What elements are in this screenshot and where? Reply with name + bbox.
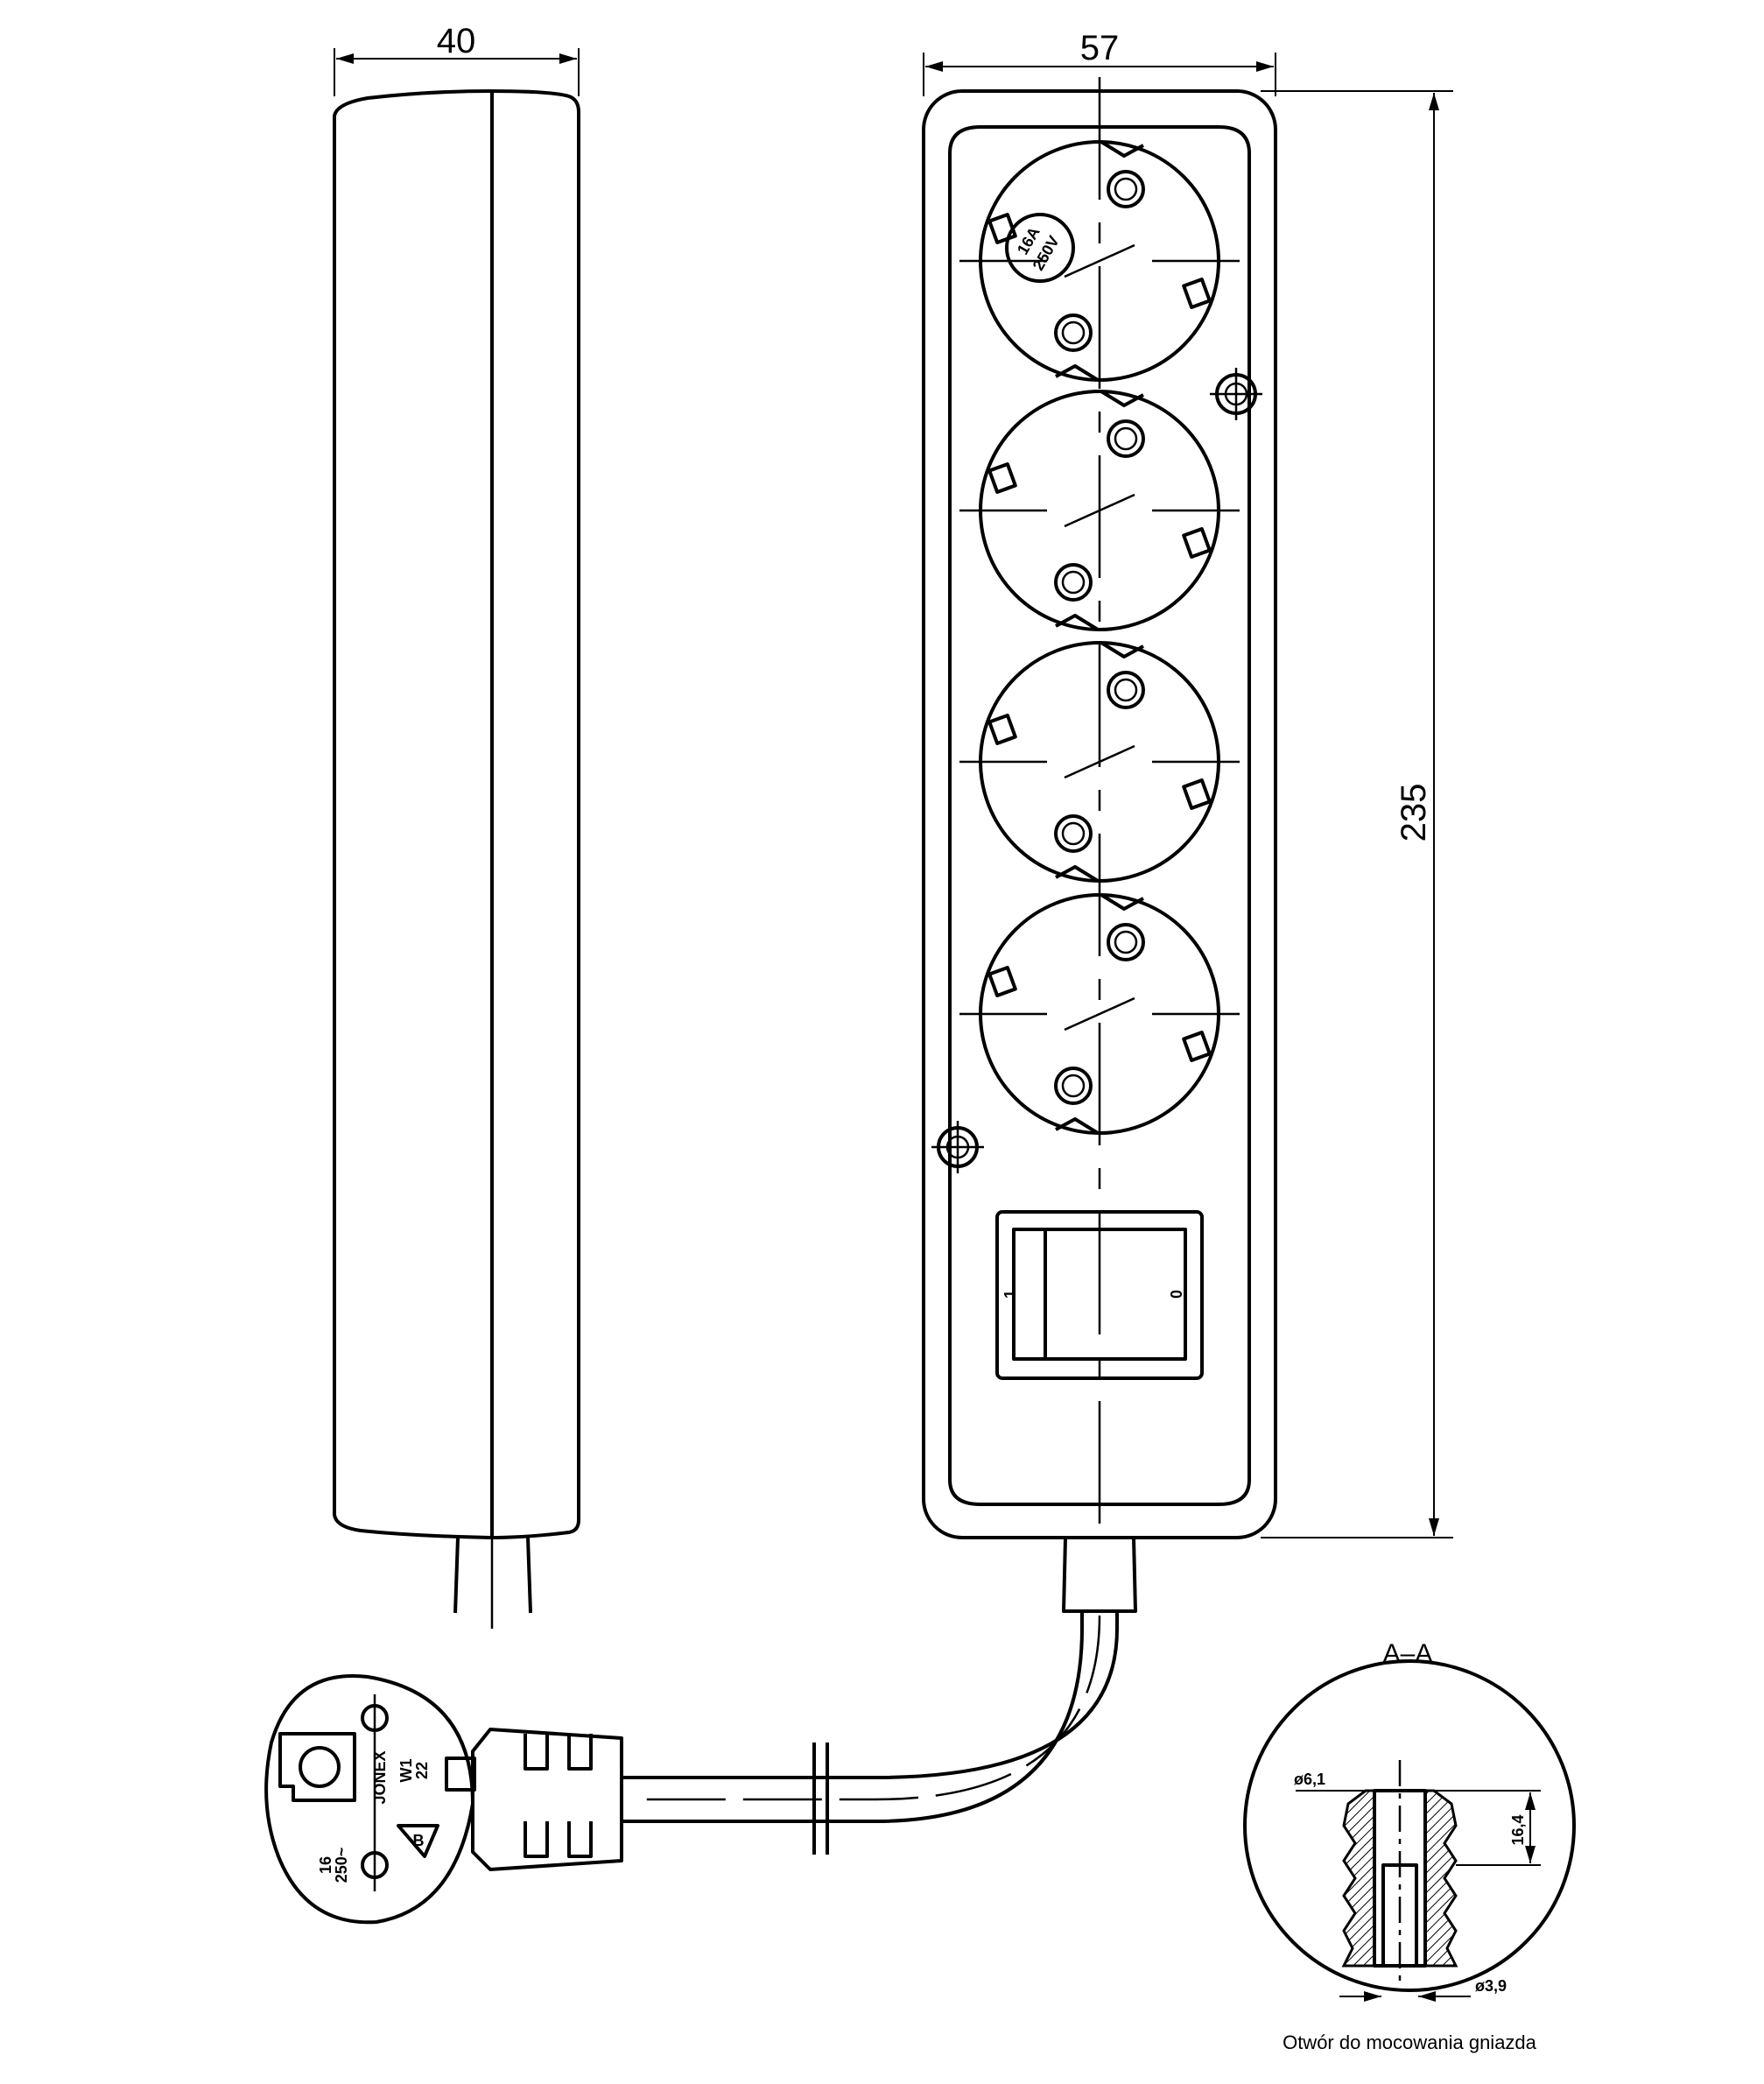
socket-diagonal <box>1064 493 1135 528</box>
plug-grip <box>471 1728 623 1871</box>
side-width-label: 40 <box>437 22 476 60</box>
socket-pin-hole-inner <box>1114 678 1138 702</box>
socket-pin-hole <box>1054 313 1093 352</box>
socket-earth-clip-right <box>1182 278 1212 309</box>
socket-notch-bottom <box>1055 865 1100 883</box>
socket-pin-hole <box>1054 1067 1093 1105</box>
socket-diagonal <box>1064 243 1135 278</box>
socket-pin-hole-inner <box>1061 1074 1086 1098</box>
side-width-dimension: 40 <box>334 22 580 96</box>
socket-pin-hole-inner <box>1114 426 1138 451</box>
plug-cert-shield <box>397 1824 439 1858</box>
socket-notch-bottom <box>1055 614 1100 631</box>
socket-notch-top <box>1100 641 1144 658</box>
plug-rating-voltage: 250~ <box>333 1848 350 1883</box>
socket-notch-bottom <box>1055 1117 1100 1135</box>
section-dimensions: ø6,1 16,4 ø3,9 <box>1294 1771 1541 2002</box>
socket-notch-bottom <box>1055 364 1100 382</box>
plug-cert-mark: B <box>413 1832 425 1849</box>
socket-pin-hole <box>1054 563 1093 602</box>
socket-pin-hole-inner <box>1061 320 1086 345</box>
socket-notch-top <box>1100 140 1144 158</box>
socket-notch-top <box>1100 893 1144 911</box>
socket-earth-clip-left <box>987 714 1017 745</box>
socket-pin-hole <box>1054 814 1093 853</box>
socket-pin-hole-inner <box>1061 570 1086 595</box>
side-body <box>333 89 580 1539</box>
front-inner-border <box>948 125 1251 1506</box>
socket-earth-clip-right <box>1182 1031 1212 1062</box>
plug-rating-current: 16 <box>317 1856 334 1874</box>
plug-socket-pin <box>299 1746 341 1788</box>
socket-3 <box>959 641 1240 883</box>
side-view: 40 <box>333 22 580 1629</box>
socket-diagonal <box>1064 996 1135 1031</box>
front-cable <box>622 1537 1137 1855</box>
schuko-plug: JONEX W1 22 B 16 250~ <box>264 1674 623 1925</box>
socket-pin-hole-inner <box>1114 930 1138 954</box>
section-caption: Otwór do mocowania gniazda <box>1283 2031 1537 2053</box>
socket-pin-hole <box>1107 923 1145 961</box>
section-bore-diameter: ø6,1 <box>1294 1771 1325 1788</box>
socket-pin-hole <box>1107 419 1145 458</box>
plug-brand: JONEX <box>371 1750 389 1804</box>
socket-pin-hole <box>1107 170 1145 208</box>
section-detail: A–A ø6,1 16,4 ø3,9 Otwór do mocowania gn… <box>1243 1639 1576 2053</box>
socket-notch-top <box>1100 390 1144 407</box>
section-detail-circle <box>1243 1659 1576 1992</box>
socket-earth-clip-right <box>1182 778 1212 810</box>
socket-pin-hole-inner <box>1114 177 1138 201</box>
front-width-dimension: 57 <box>923 29 1276 96</box>
section-hole-diameter: ø3,9 <box>1475 1977 1507 1995</box>
rocker-switch: 1 0 <box>995 1210 1204 1380</box>
plug-face <box>264 1674 474 1925</box>
sockets-group <box>959 140 1240 1135</box>
socket-1 <box>959 140 1240 382</box>
insert-section <box>1341 1760 1458 1988</box>
socket-pin-hole-inner <box>1061 821 1086 846</box>
height-dimension: 235 <box>1261 90 1453 1538</box>
switch-off-mark: 0 <box>1168 1290 1185 1299</box>
front-view: 57 235 16A 250 <box>264 29 1453 1925</box>
socket-earth-clip-right <box>1182 527 1212 559</box>
front-width-label: 57 <box>1080 29 1120 67</box>
height-label: 235 <box>1395 784 1433 842</box>
socket-2 <box>959 390 1240 631</box>
plug-code-bottom: 22 <box>413 1762 431 1779</box>
side-cable-sleeve <box>453 1537 532 1629</box>
socket-rating-badge: 16A 250V <box>1005 213 1075 283</box>
mounting-hole-bottom <box>931 1121 984 1173</box>
socket-earth-clip-left <box>987 966 1017 997</box>
socket-4 <box>959 893 1240 1135</box>
socket-earth-clip-left <box>987 462 1017 494</box>
socket-diagonal <box>1064 744 1135 779</box>
mounting-hole-top <box>1210 368 1262 420</box>
socket-pin-hole <box>1107 671 1145 709</box>
section-depth: 16,4 <box>1509 1814 1527 1845</box>
plug-code-top: W1 <box>397 1759 415 1783</box>
switch-on-mark: 1 <box>1001 1290 1019 1299</box>
